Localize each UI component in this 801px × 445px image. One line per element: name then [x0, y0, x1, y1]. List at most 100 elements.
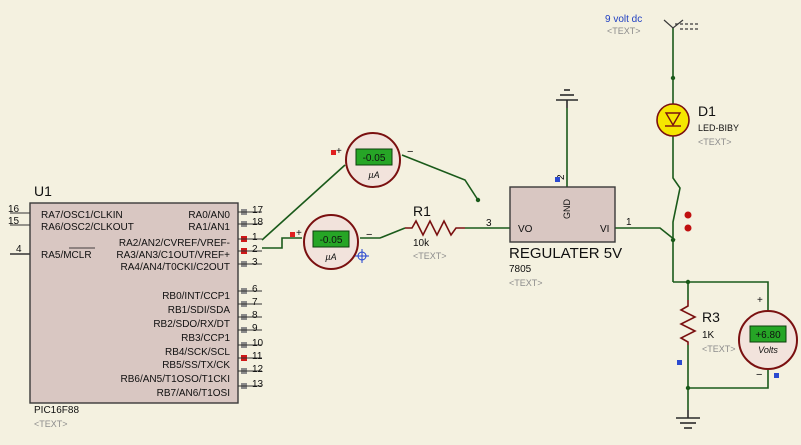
r3-value: 1K	[702, 330, 715, 341]
u1-pin-num-3: 3	[252, 257, 258, 268]
d1-part: LED-BIBY	[698, 123, 739, 133]
wire-voltmeter-to-ground	[688, 370, 769, 389]
u1-body	[29, 202, 239, 404]
u1-pin-num-13: 13	[252, 379, 264, 390]
r1-value: 10k	[413, 238, 430, 249]
ammeter-bottom-unit: µA	[325, 252, 336, 262]
voltmeter-marker	[774, 373, 779, 378]
ammeter-top-display	[355, 148, 393, 166]
u1-pin-name-rb1: RB1/SDI/SDA	[168, 305, 231, 316]
u1-pin-num-4: 4	[16, 244, 22, 255]
r1-ref: R1	[413, 203, 431, 219]
u1-pin-name-rb3: RB3/CCP1	[181, 333, 230, 344]
junction-dot	[670, 75, 676, 81]
u1-pin-num-12: 12	[252, 364, 264, 375]
regulator-gnd-label: GND	[562, 199, 572, 220]
u1-pin-num-2: 2	[252, 244, 258, 255]
ammeter-bottom-minus: −	[366, 229, 372, 241]
junction-dot	[685, 279, 691, 285]
u1-pin-name-rb0: RB0/INT/CCP1	[162, 291, 230, 302]
r3-placeholder: <TEXT>	[702, 344, 736, 354]
ammeter-top-reading: -0.05	[363, 153, 386, 164]
crosshair-icon	[355, 249, 369, 263]
ammeter-top[interactable]: -0.05 µA + −	[331, 132, 413, 188]
resistor-r1[interactable]: R1 10k <TEXT>	[405, 203, 465, 261]
supply-placeholder: <TEXT>	[607, 26, 641, 36]
d1-ref: D1	[698, 103, 716, 119]
u1-right-pin-leads	[238, 211, 262, 387]
u1-pin-name-ra3: RA3/AN3/C1OUT/VREF+	[116, 250, 230, 261]
u1-pin-num-17: 17	[252, 205, 264, 216]
voltage-regulator[interactable]: VO VI GND 3 1 2 REGULATER 5V 7805 <TEXT>	[486, 174, 632, 288]
ground-symbol-bottom	[676, 410, 700, 429]
supply-terminal[interactable]: 9 volt dc <TEXT>	[605, 14, 700, 36]
regulator-placeholder: <TEXT>	[509, 278, 543, 288]
u1-pin-name-ra6: RA6/OSC2/CLKOUT	[41, 222, 134, 233]
wires	[10, 28, 769, 410]
r1-placeholder: <TEXT>	[413, 251, 447, 261]
ammeter-top-minus: −	[407, 146, 413, 158]
ammeter-top-probe	[331, 150, 336, 155]
r1-zigzag	[405, 219, 465, 237]
regulator-body	[509, 186, 616, 243]
u1-pin-num-8: 8	[252, 310, 258, 321]
u1-right-pin-markers	[241, 209, 247, 389]
u1-microcontroller[interactable]: U1 PIC16F88 <TEXT> 1 6 15 4 RA7/OSC1/CLKI…	[8, 183, 264, 429]
wire-ammeter-top-to-node	[401, 154, 479, 201]
u1-part: PIC16F88	[34, 405, 79, 416]
ground-symbol-top	[556, 89, 578, 108]
u1-ref: U1	[34, 183, 52, 199]
u1-pin-num-7: 7	[252, 297, 258, 308]
r3-marker	[677, 360, 682, 365]
u1-pin-name-rb2: RB2/SDO/RX/DT	[153, 319, 230, 330]
u1-pin-name-ra1: RA1/AN1	[188, 222, 230, 233]
ammeter-top-unit: µA	[368, 170, 379, 180]
wire-pin2-ammeter-bottom	[262, 237, 302, 249]
junction-dots	[475, 75, 691, 391]
wire-ammeter-bottom-to-r1	[360, 227, 406, 239]
u1-left-pins	[10, 212, 30, 226]
u1-pin-name-ra7: RA7/OSC1/CLKIN	[41, 210, 123, 221]
u1-pin-name-rb6: RB6/AN5/T1OSO/T1CKI	[121, 374, 230, 385]
regulator-pin-vi: 1	[626, 217, 632, 228]
led-d1[interactable]: D1 LED-BIBY <TEXT>	[656, 103, 739, 147]
switch-contact-icon	[684, 224, 692, 232]
voltmeter-display	[749, 325, 787, 343]
regulator-vo-label: VO	[518, 224, 533, 235]
voltmeter-reading: +6.80	[755, 330, 781, 341]
regulator-pin-vo: 3	[486, 218, 492, 229]
u1-pin-name-ra4: RA4/AN4/T0CKI/C2OUT	[121, 262, 230, 273]
u1-pin-name-ra0: RA0/AN0	[188, 210, 230, 221]
u1-pin-num-15: 15	[8, 216, 20, 227]
u1-pin-num-6: 6	[252, 284, 258, 295]
resistor-r3[interactable]: R3 1K <TEXT>	[677, 300, 736, 365]
regulator-part: 7805	[509, 264, 532, 275]
junction-dot	[685, 385, 691, 391]
r3-ref: R3	[702, 309, 720, 325]
ammeter-bottom-probe	[290, 232, 295, 237]
wire-regulator-vi	[615, 227, 676, 241]
u1-pin-num-10: 10	[252, 338, 264, 349]
u1-pin-num-1: 1	[252, 232, 258, 243]
ammeter-bottom-reading: -0.05	[320, 235, 343, 246]
regulator-vi-label: VI	[600, 224, 609, 235]
ammeter-bottom-display	[312, 230, 350, 248]
u1-pin-num-11: 11	[252, 351, 263, 362]
wire-node-to-r3	[673, 281, 689, 300]
voltmeter-unit: Volts	[758, 345, 778, 355]
switch-contacts[interactable]	[684, 211, 692, 232]
u1-pin-name-ra2: RA2/AN2/CVREF/VREF-	[119, 238, 230, 249]
r3-zigzag	[679, 300, 697, 345]
u1-pin-name-rb5: RB5/SS/TX/CK	[162, 360, 230, 371]
led-triangle	[664, 112, 682, 127]
u1-placeholder: <TEXT>	[34, 419, 68, 429]
d1-placeholder: <TEXT>	[698, 137, 732, 147]
supply-label: 9 volt dc	[605, 14, 642, 25]
u1-pin-name-rb4: RB4/SCK/SCL	[165, 347, 230, 358]
junction-dot	[670, 237, 676, 243]
voltmeter[interactable]: +6.80 Volts + −	[738, 295, 798, 381]
ammeter-top-plus: +	[336, 146, 342, 157]
ammeter-bottom[interactable]: -0.05 µA + −	[290, 214, 372, 270]
regulator-pin-gnd: 2	[556, 174, 567, 180]
